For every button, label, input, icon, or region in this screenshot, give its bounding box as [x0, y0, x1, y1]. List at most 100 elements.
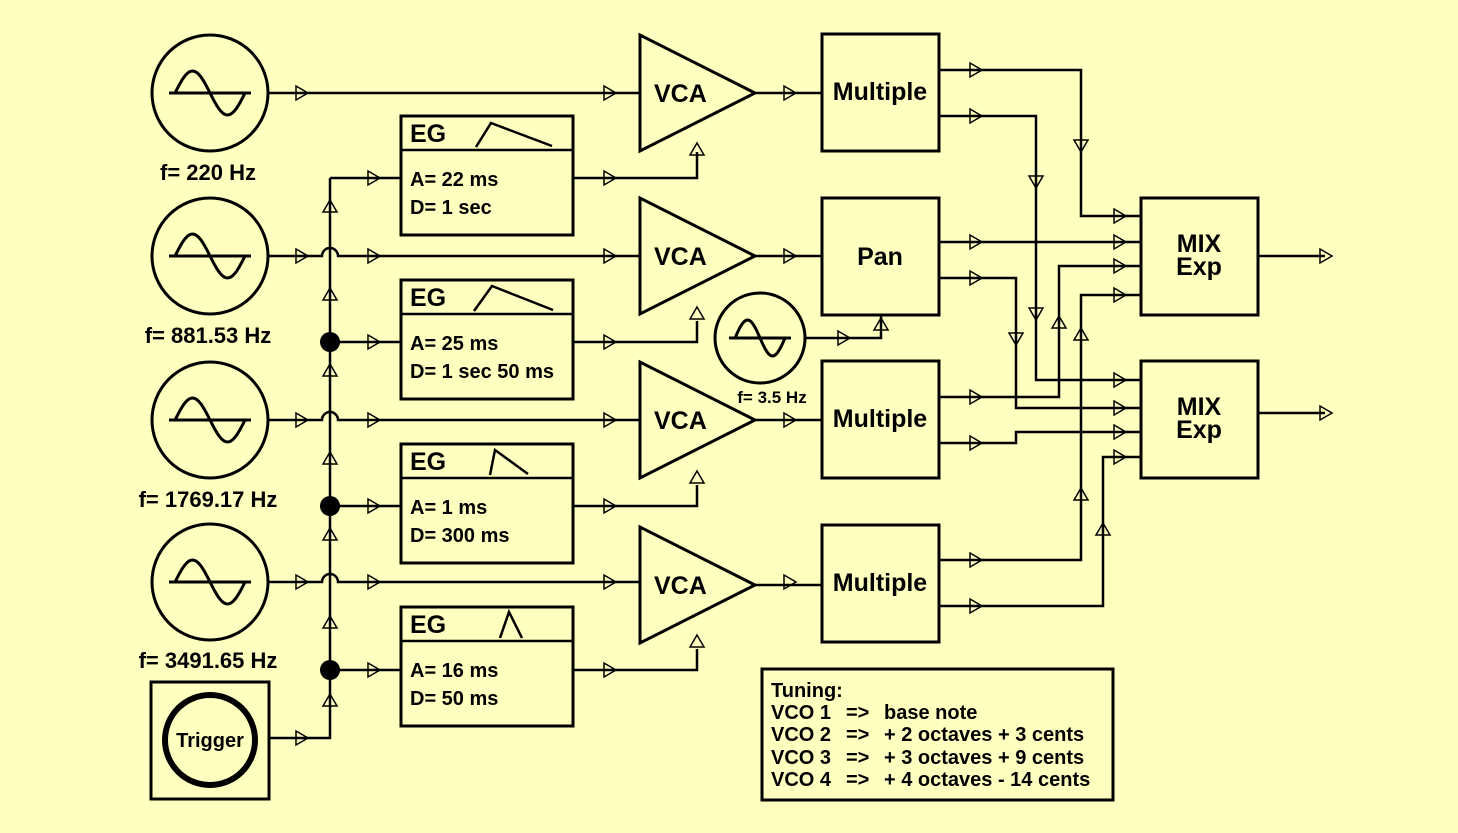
signal-arrow-icon: [1319, 404, 1334, 422]
signal-arrow-icon: [688, 305, 706, 320]
junction-dot: [320, 332, 340, 352]
tuning-row: VCO 4 => + 4 octaves - 14 cents: [771, 769, 1090, 791]
eg-3-decay: D= 300 ms: [410, 525, 510, 547]
signal-arrow-icon: [1072, 139, 1090, 154]
vco-1-frequency: f= 220 Hz: [160, 160, 256, 185]
tuning-arrow: =>: [846, 702, 869, 724]
lfo: f= 3.5 Hz: [713, 291, 807, 407]
signal-arrow-icon: [783, 411, 798, 429]
signal-arrow-icon: [783, 84, 798, 102]
signal-arrow-icon: [367, 169, 382, 187]
tuning-value: + 2 octaves + 3 cents: [884, 724, 1084, 746]
eg-2-decay: D= 1 sec 50 ms: [410, 361, 554, 383]
signal-arrow-icon: [367, 333, 382, 351]
signal-arrow-icon: [295, 573, 310, 591]
tuning-row: VCO 3 => + 3 octaves + 9 cents: [771, 747, 1084, 769]
signal-arrow-icon: [321, 450, 339, 465]
multiple-3-label: Multiple: [833, 569, 928, 597]
signal-arrow-icon: [783, 247, 798, 265]
signal-arrows: [295, 61, 1334, 747]
multiple-1-box: [820, 32, 941, 153]
signal-arrow-icon: [295, 84, 310, 102]
multiple-2-label: Multiple: [833, 405, 928, 433]
signal-arrow-icon: [969, 269, 984, 287]
vca-4: VCA: [638, 524, 759, 646]
mixer-2-line1: MIX: [1177, 393, 1222, 421]
tuning-arrow: =>: [846, 724, 869, 746]
mixer-2-box: [1139, 359, 1260, 480]
sine-wave-icon: [733, 318, 787, 358]
envelope-4: EG A= 16 ms D= 50 ms: [399, 605, 575, 728]
signal-arrow-icon: [603, 333, 618, 351]
signal-arrow-icon: [367, 411, 382, 429]
multiple-1-label: Multiple: [833, 78, 928, 106]
tuning-legend: Tuning: VCO 1 => base note VCO 2 => + 2 …: [760, 667, 1115, 802]
eg-3-box: [399, 442, 575, 565]
trigger-circle: [162, 692, 258, 788]
vca-3-triangle: [638, 359, 759, 481]
signal-arrow-icon: [1113, 448, 1128, 466]
vco-1-circle: [150, 33, 270, 153]
signal-arrow-icon: [969, 388, 984, 406]
eg-2-box: [399, 278, 575, 401]
signal-arrow-icon: [1113, 371, 1128, 389]
signal-arrow-icon: [1050, 314, 1068, 329]
signal-arrow-icon: [603, 497, 618, 515]
eg-1-title: EG: [410, 120, 446, 148]
signal-arrow-icon: [367, 661, 382, 679]
signal-arrow-icon: [1113, 257, 1128, 275]
signal-arrow-icon: [603, 573, 618, 591]
sine-wave-icon: [173, 558, 247, 606]
vca-1-label: VCA: [654, 80, 707, 108]
sine-wave-icon: [173, 396, 247, 444]
vco-1: f= 220 Hz: [150, 33, 270, 185]
sine-wave-icon: [173, 69, 247, 117]
signal-arrow-icon: [321, 526, 339, 541]
mixer-1: MIX Exp: [1139, 196, 1260, 317]
signal-arrow-icon: [688, 633, 706, 648]
vca-4-label: VCA: [654, 572, 707, 600]
signal-arrow-icon: [688, 141, 706, 156]
wire: [805, 315, 883, 340]
signal-arrow-icon: [969, 233, 984, 251]
signal-arrow-icon: [1072, 326, 1090, 341]
vca-1-triangle: [638, 32, 759, 154]
eg-1-attack: A= 22 ms: [410, 169, 498, 191]
wire: [268, 246, 640, 258]
signal-arrow-icon: [1007, 332, 1025, 347]
signal-arrow-icon: [603, 247, 618, 265]
vco-2-circle: [150, 196, 270, 316]
signal-arrow-icon: [603, 169, 618, 187]
wire: [939, 430, 1141, 445]
wire: [573, 152, 699, 180]
envelope-shape-icon: [474, 121, 553, 148]
tuning-row: VCO 1 => base note: [771, 702, 977, 724]
signal-arrow-icon: [321, 692, 339, 707]
tuning-vco: VCO 2: [771, 724, 831, 746]
signal-arrow-icon: [295, 411, 310, 429]
pan-label: Pan: [857, 243, 903, 271]
signal-arrow-icon: [321, 198, 339, 213]
mixer-1-box: [1139, 196, 1260, 317]
signal-arrow-icon: [1113, 233, 1128, 251]
multiple-3: Multiple: [820, 523, 941, 644]
pan: Pan: [820, 196, 941, 317]
tuning-value: + 4 octaves - 14 cents: [884, 769, 1090, 791]
signal-arrow-icon: [969, 597, 984, 615]
mixer-2-line2: Exp: [1176, 416, 1222, 444]
vca-4-triangle: [638, 524, 759, 646]
tuning-arrow: =>: [846, 769, 869, 791]
eg-4-decay: D= 50 ms: [410, 688, 498, 710]
tuning-value: + 3 octaves + 9 cents: [884, 747, 1084, 769]
trigger-box: [149, 680, 271, 801]
signal-arrow-icon: [295, 729, 310, 747]
eg-4-title: EG: [410, 611, 446, 639]
signal-arrow-icon: [872, 316, 890, 331]
envelope-shape-icon: [498, 608, 524, 639]
envelope-3: EG A= 1 ms D= 300 ms: [399, 442, 575, 565]
tuning-title: Tuning:: [771, 680, 843, 702]
pan-box: [820, 196, 941, 317]
tuning-vco: VCO 3: [771, 747, 831, 769]
trigger: Trigger: [149, 680, 271, 801]
